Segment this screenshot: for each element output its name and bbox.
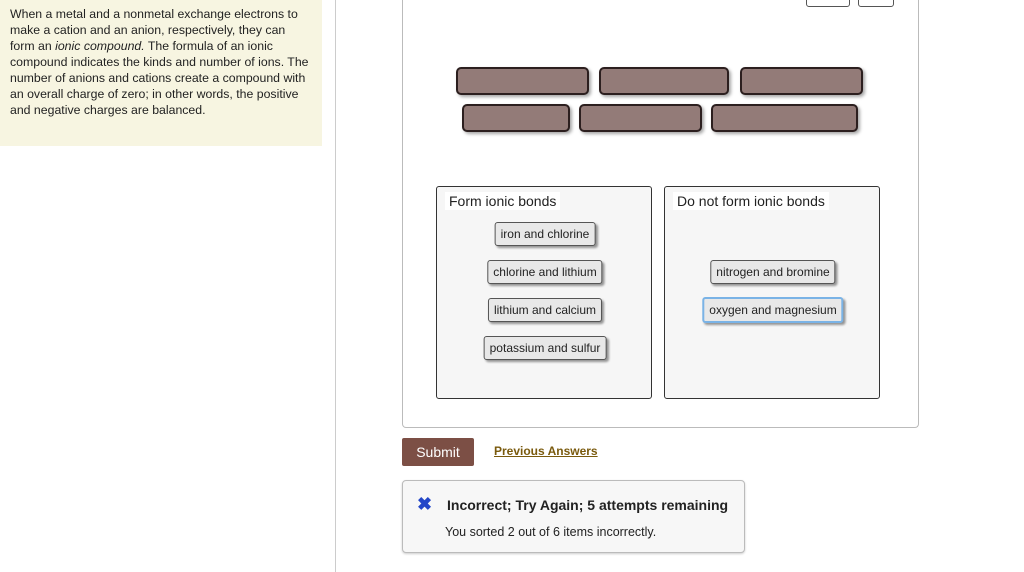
reset-button[interactable] — [806, 0, 850, 7]
feedback-message: You sorted 2 out of 6 items incorrectly. — [445, 525, 657, 539]
empty-tile-slot[interactable] — [711, 104, 858, 132]
submit-button[interactable]: Submit — [402, 438, 474, 466]
empty-tile-slot[interactable] — [462, 104, 570, 132]
sortable-item[interactable]: nitrogen and bromine — [710, 260, 836, 284]
x-icon: ✖ — [417, 494, 433, 514]
bin-form-ionic-bonds[interactable]: Form ionic bonds iron and chlorine chlor… — [436, 186, 652, 399]
help-button[interactable] — [858, 0, 894, 7]
intro-text: When a metal and a nonmetal exchange ele… — [0, 0, 322, 146]
sortable-item-selected[interactable]: oxygen and magnesium — [702, 297, 844, 323]
feedback-box: ✖ Incorrect; Try Again; 5 attempts remai… — [402, 480, 745, 553]
bin-do-not-form-ionic-bonds[interactable]: Do not form ionic bonds nitrogen and bro… — [664, 186, 880, 399]
sortable-item[interactable]: potassium and sulfur — [483, 336, 607, 360]
intro-part: The formula of an ionic compound indicat… — [10, 39, 309, 117]
feedback-title: Incorrect; Try Again; 5 attempts remaini… — [447, 497, 729, 513]
previous-answers-link[interactable]: Previous Answers — [494, 444, 598, 458]
bin-title: Do not form ionic bonds — [673, 192, 829, 210]
intro-emphasis: ionic compound. — [55, 39, 145, 53]
empty-tile-slot[interactable] — [740, 67, 863, 95]
empty-tile-slot[interactable] — [579, 104, 702, 132]
intro-part: When a metal and a nonmetal exchange ele… — [10, 7, 298, 53]
sorting-panel — [402, 0, 919, 428]
divider — [335, 0, 336, 572]
sortable-item[interactable]: iron and chlorine — [494, 222, 596, 246]
empty-tile-slot[interactable] — [456, 67, 589, 95]
empty-tile-slot[interactable] — [599, 67, 729, 95]
bin-title: Form ionic bonds — [445, 192, 561, 210]
sortable-item[interactable]: chlorine and lithium — [487, 260, 603, 284]
sortable-item[interactable]: lithium and calcium — [487, 298, 603, 322]
